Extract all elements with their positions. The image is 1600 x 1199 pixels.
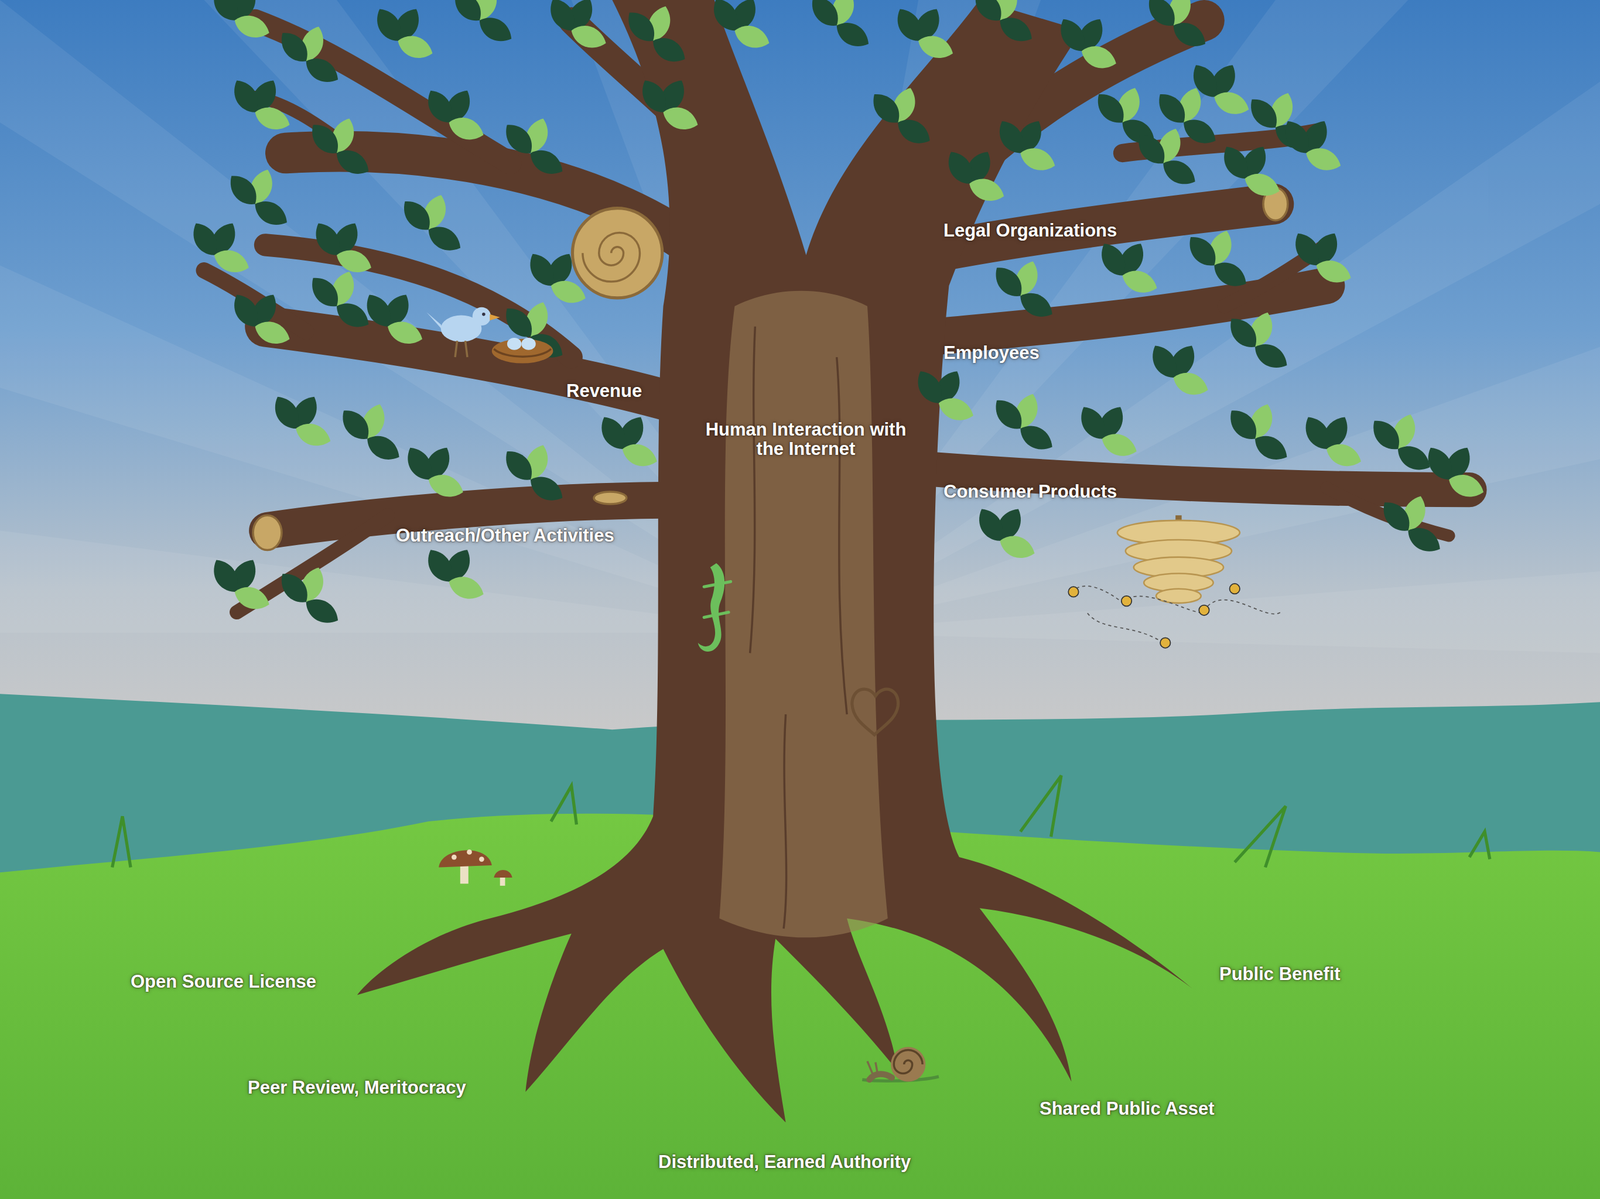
branch-label: Revenue bbox=[566, 381, 642, 402]
branch-label: Consumer Products bbox=[943, 482, 1117, 502]
root-label: Shared Public Asset bbox=[1039, 1099, 1215, 1120]
root-label: Public Benefit bbox=[1219, 965, 1341, 985]
branch-label: Employees bbox=[943, 343, 1040, 364]
trunk-label: Human Interaction with the Internet bbox=[694, 420, 918, 459]
root-label: Open Source License bbox=[130, 972, 317, 993]
root-label: Distributed, Earned Authority bbox=[658, 1153, 911, 1173]
branch-label: Legal Organizations bbox=[943, 221, 1117, 241]
branch-label: Outreach/Other Activities bbox=[395, 526, 615, 546]
root-label: Peer Review, Meritocracy bbox=[247, 1078, 467, 1099]
